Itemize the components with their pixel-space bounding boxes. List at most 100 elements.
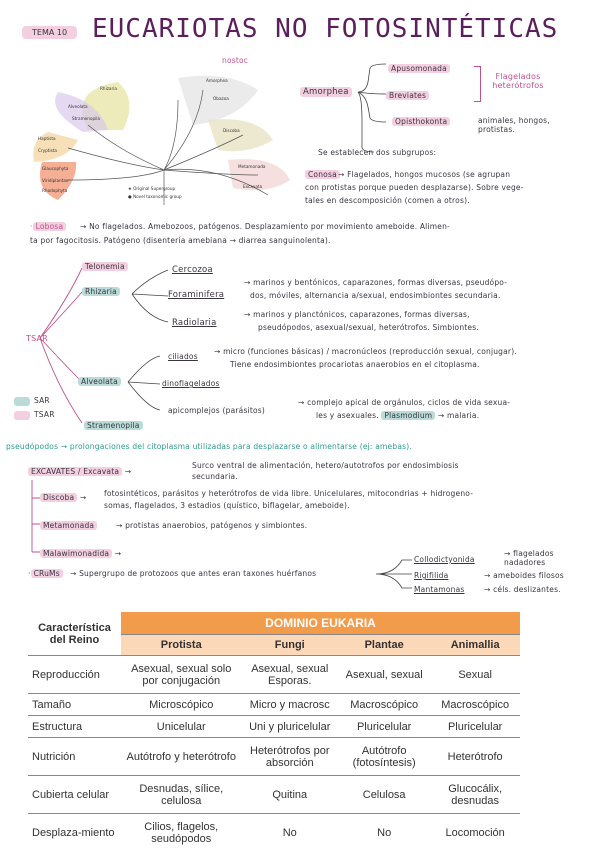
svg-text:Glaucophyta: Glaucophyta	[42, 166, 69, 171]
table-cell: Asexual, sexual Esporas.	[241, 656, 338, 694]
conosa-text-1: → Flagelados, hongos mucosos (se agrupan	[338, 170, 510, 179]
phylogeny-figure: Rhizaria Alveolata Stramenopila Haptista…	[28, 70, 300, 210]
discoba-label: Discoba →	[40, 493, 86, 502]
table-cell: Microscópico	[121, 694, 241, 716]
row-header: Nutrición	[28, 738, 121, 776]
dinoflagelados-label: dinoflagelados	[162, 379, 220, 388]
tsar-label: TSAR	[26, 334, 48, 343]
table-row: Nutrición Autótrofo y heterótrofo Heteró…	[28, 738, 520, 776]
metamonada-label: Metamonada	[40, 521, 97, 530]
col-protista: Protista	[121, 635, 241, 656]
radiolaria-text-2: pseudópodos, asexual/sexual, heterótrofo…	[258, 323, 479, 332]
table-cell: Heterótrofos por absorción	[241, 738, 338, 776]
conosa-text-2: con protistas porque pueden desplazarse)…	[305, 183, 524, 192]
discoba-text-2: somas, flagelados, 3 estadios (quístico,…	[104, 501, 350, 510]
row-header: Desplaza-miento	[28, 814, 121, 852]
foraminifera-text-1: → marinos y bentónicos, caparazones, for…	[244, 278, 507, 287]
table-cell: Desnudas, sílice, celulosa	[121, 776, 241, 814]
apicomplejos-label: apicomplejos (parásitos)	[168, 406, 265, 415]
rigifilida-note: → ameboides filosos	[484, 571, 564, 580]
collodictyonida-note: → flagelados nadadores	[504, 549, 566, 567]
excavates-text-2: secundaria.	[192, 472, 238, 481]
malawimonadida-label: Malawimonadida →	[40, 549, 121, 558]
svg-text:Metamonada: Metamonada	[238, 164, 266, 169]
table-cell: Pluricelular	[430, 716, 520, 738]
metamonada-text: → protistas anaerobios, patógenos y simb…	[116, 521, 307, 530]
breviates-label: Breviates	[386, 91, 429, 100]
nostoc-label: nostoc	[222, 56, 248, 65]
table-row: Tamaño Microscópico Micro y macrosc Macr…	[28, 694, 520, 716]
table-cell: Macroscópico	[338, 694, 430, 716]
svg-text:Alveolata: Alveolata	[68, 104, 88, 109]
svg-text:Excavata: Excavata	[243, 184, 263, 189]
rigifilida-label: Rigifilida	[414, 571, 448, 580]
svg-text:Discoba: Discoba	[223, 128, 240, 133]
table-cell: Autótrofo (fotosíntesis)	[338, 738, 430, 776]
radiolaria-label: Radiolaria	[172, 318, 217, 328]
svg-text:Viridiplantae: Viridiplantae	[42, 178, 69, 183]
svg-text:Stramenopila: Stramenopila	[72, 116, 100, 121]
table-cell: Glucocálix, desnudas	[430, 776, 520, 814]
ciliados-label: ciliados	[168, 352, 198, 361]
amorphea-label: Amorphea	[300, 87, 352, 97]
table-cell: Quitina	[241, 776, 338, 814]
crums-label: ·CRuMs	[28, 569, 63, 578]
telonemia-label: Telonemia	[82, 262, 128, 271]
table-row: Cubierta celular Desnudas, sílice, celul…	[28, 776, 520, 814]
ciliados-text-1: → micro (funciones básicas) / macronúcle…	[214, 347, 517, 356]
conosa-label: Conosa	[305, 170, 340, 179]
foraminifera-label: Foraminifera	[168, 290, 224, 300]
legend-tsar: TSAR	[14, 410, 55, 420]
excavates-label: EXCAVATES / Excavata →	[28, 467, 131, 476]
collodictyonida-label: Collodictyonida	[414, 555, 475, 564]
svg-text:Rhizaria: Rhizaria	[100, 86, 117, 91]
legend-sar: SAR	[14, 396, 50, 406]
cercozoa-label: Cercozoa	[172, 265, 213, 275]
svg-text:● Novel taxonomic group: ● Novel taxonomic group	[128, 194, 182, 199]
topic-tag: TEMA 10	[22, 26, 77, 39]
row-header: Reproducción	[28, 656, 121, 694]
rhizaria-label: Rhizaria	[82, 287, 120, 296]
lobosa-label: ·Lobosa	[30, 222, 66, 231]
table-cell: Macroscópico	[430, 694, 520, 716]
table-cell: Micro y macrosc	[241, 694, 338, 716]
col-animallia: Animallia	[430, 635, 520, 656]
excavates-branch-line	[26, 478, 40, 558]
mantamonas-note: → céls. deslizantes.	[484, 585, 561, 594]
col-plantae: Plantae	[338, 635, 430, 656]
svg-text:★ Original Supergroup: ★ Original Supergroup	[128, 186, 176, 191]
svg-text:Amorphea: Amorphea	[206, 78, 228, 83]
mantamonas-label: Mantamonas	[414, 585, 465, 594]
table-cell: Locomoción	[430, 814, 520, 852]
excavates-text-1: Surco ventral de alimentación, hetero/au…	[192, 461, 459, 470]
table-cell: Heterótrofo	[430, 738, 520, 776]
table-cell: Pluricelular	[338, 716, 430, 738]
subgroups-note: Se establecen dos subgrupos:	[318, 148, 436, 157]
lobosa-line-1: → No flagelados. Amebozoos, patógenos. D…	[80, 222, 450, 231]
opisthokonta-label: Opisthokonta	[392, 117, 450, 126]
table-cell: No	[338, 814, 430, 852]
discoba-text-1: fotosintéticos, parásitos y heterótrofos…	[104, 489, 473, 498]
row-header: Estructura	[28, 716, 121, 738]
crums-bracket	[374, 556, 414, 596]
table-corner-header: Característica del Reino	[28, 612, 121, 656]
radiolaria-text-1: → marinos y planctónicos, caparazones, f…	[244, 310, 470, 319]
flag-brace	[474, 66, 481, 102]
apicomplejos-text-1: → complejo apical de orgánulos, ciclos d…	[298, 398, 510, 407]
amorphea-bracket	[356, 62, 396, 162]
ciliados-text-2: Tiene endosimbiontes procariotas anaerob…	[230, 360, 480, 369]
page-title: EUCARIOTAS NO FOTOSINTÉTICAS	[92, 14, 558, 44]
apicomplejos-text-2: les y asexuales. Plasmodium → malaria.	[316, 411, 479, 420]
table-cell: Unicelular	[121, 716, 241, 738]
svg-text:Rhodophyta: Rhodophyta	[42, 188, 68, 193]
apusomonada-label: Apusomonada	[388, 64, 450, 73]
opisthokonta-note: animales, hongos, protistas.	[478, 116, 550, 134]
table-row: Estructura Unicelular Uni y pluricelular…	[28, 716, 520, 738]
row-header: Tamaño	[28, 694, 121, 716]
table-cell: Celulosa	[338, 776, 430, 814]
pseudopodos-line: pseudópodos → prolongaciones del citopla…	[6, 442, 412, 451]
table-cell: Asexual, sexual solo por conjugación	[121, 656, 241, 694]
table-cell: Cilios, flagelos, seudópodos	[121, 814, 241, 852]
flagelados-note: Flagelados heterótrofos	[488, 72, 548, 90]
table-cell: No	[241, 814, 338, 852]
